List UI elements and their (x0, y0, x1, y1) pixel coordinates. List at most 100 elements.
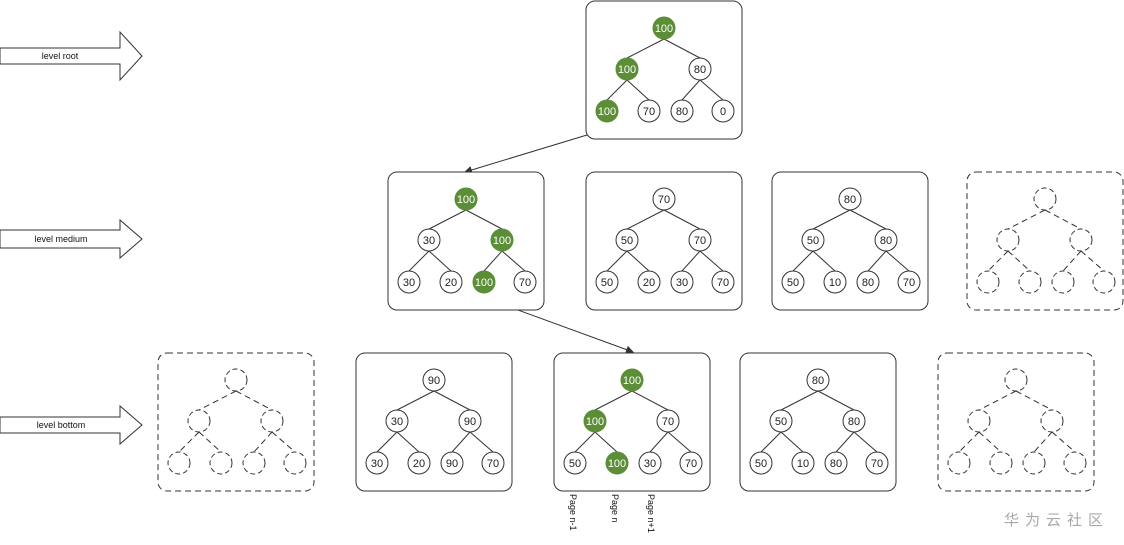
tree-edge (1062, 250, 1082, 272)
tree-node-value: 70 (685, 458, 697, 470)
tree-node-value: 30 (644, 458, 656, 470)
level-bottom-label: level bottom (37, 420, 86, 430)
level-bottom-arrow: level bottom (0, 404, 143, 446)
tree-edge (867, 250, 887, 272)
tree-edge (699, 79, 724, 101)
tree-edge (1033, 431, 1053, 453)
tree-node (688, 57, 712, 81)
tree-node (791, 451, 815, 475)
tree-box-frame (937, 352, 1095, 492)
tree-node (385, 409, 409, 433)
tree-node-value: 30 (391, 416, 403, 428)
watermark-text: 华为云社区 (1004, 511, 1109, 529)
tree-edge (433, 390, 471, 411)
tree-edge (1080, 250, 1105, 272)
tree-edge (958, 431, 980, 453)
tree-node-value: 70 (903, 277, 915, 289)
tree-box-frame (585, 0, 743, 140)
tree-edge (667, 431, 692, 453)
page-label-prev: Page n-1 (568, 494, 578, 531)
tree-node (187, 409, 211, 433)
tree-edge (812, 209, 851, 230)
tree-box (966, 171, 1124, 311)
tree-node-highlighted (472, 270, 496, 294)
tree-node (996, 228, 1020, 252)
tree-node-value: 10 (797, 458, 809, 470)
tree-edge (760, 431, 782, 453)
tree-node (801, 228, 825, 252)
tree-edge (253, 431, 273, 453)
tree-box-frame (157, 352, 315, 492)
tree-node (440, 451, 464, 475)
tree-node-value: 20 (445, 277, 457, 289)
tree-edge (198, 431, 222, 453)
tree-box (157, 352, 315, 492)
tree-node (422, 368, 446, 392)
tree-node-value: 100 (493, 235, 511, 247)
tree-node (638, 451, 662, 475)
tree-node (1018, 270, 1042, 294)
tree-node (417, 228, 441, 252)
tree-node (439, 270, 463, 294)
tree-edge (812, 250, 836, 272)
tree-edge (885, 250, 910, 272)
level-root-label: level root (42, 51, 79, 61)
tree-edge (1051, 431, 1076, 453)
tree-node (749, 451, 773, 475)
tree-node (838, 187, 862, 211)
tree-node (481, 451, 505, 475)
tree-edge (428, 250, 452, 272)
tree-node (637, 270, 661, 294)
tree-edge (699, 250, 724, 272)
tree-edge (780, 390, 819, 411)
tree-edge (408, 250, 430, 272)
tree-node-value: 70 (658, 194, 670, 206)
tree-node (781, 270, 805, 294)
tree-node (242, 451, 266, 475)
tree-edge (376, 431, 398, 453)
tree-node (976, 270, 1000, 294)
tree-node-value: 50 (621, 235, 633, 247)
tree-edge (501, 250, 526, 272)
tree-node-value: 80 (844, 194, 856, 206)
tree-node (209, 451, 233, 475)
tree-node (806, 368, 830, 392)
tree-box-frame (739, 352, 897, 492)
tree-edge (396, 431, 420, 453)
tree-node-value: 50 (775, 416, 787, 428)
tree-edge (978, 390, 1017, 411)
tree-node (1069, 228, 1093, 252)
tree-node-value: 80 (694, 64, 706, 76)
tree-node-value: 50 (755, 458, 767, 470)
tree-node-value: 100 (586, 416, 604, 428)
tree-node (688, 228, 712, 252)
tree-edge (631, 390, 669, 411)
tree-node-value: 90 (428, 375, 440, 387)
tree-box-frame (966, 171, 1124, 311)
tree-node (1004, 368, 1028, 392)
tree-node-value: 70 (871, 458, 883, 470)
tree-edge (465, 209, 503, 230)
tree-edge (663, 38, 701, 59)
tree-box-frame (771, 171, 929, 311)
tree-node-value: 30 (403, 277, 415, 289)
tree-node-value: 70 (694, 235, 706, 247)
tree-edge (978, 431, 1002, 453)
tree-edge (626, 209, 665, 230)
tree-node (637, 99, 661, 123)
tree-node-value: 50 (807, 235, 819, 247)
tree-node (823, 270, 847, 294)
tree-box-frame (553, 352, 711, 492)
tree-node (656, 409, 680, 433)
tree-node (407, 451, 431, 475)
tree-node-value: 100 (618, 64, 636, 76)
tree-node (458, 409, 482, 433)
tree-node (513, 270, 537, 294)
